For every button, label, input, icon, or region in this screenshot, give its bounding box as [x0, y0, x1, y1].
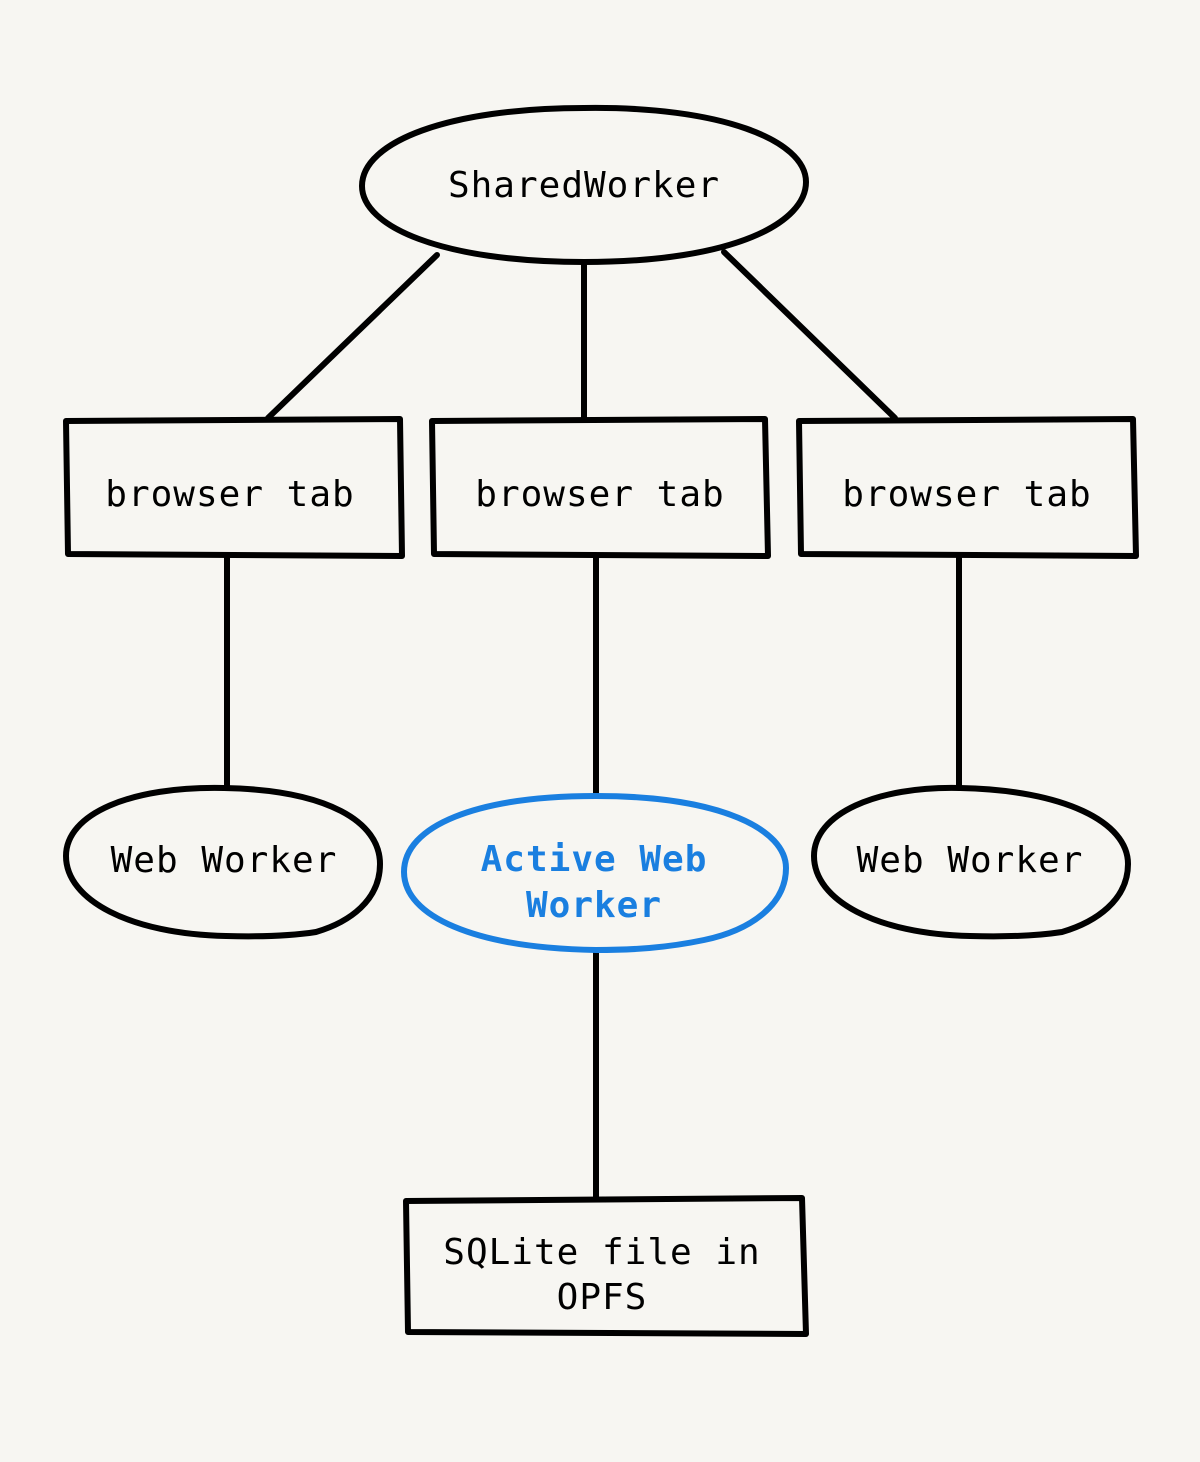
- node-tab-left: browser tab: [63, 416, 405, 559]
- node-worker-left: Web Worker: [63, 784, 383, 940]
- sqlite-box: [403, 1195, 809, 1337]
- worker-right-label: Web Worker: [857, 840, 1084, 881]
- tab-center-box: [429, 416, 771, 559]
- node-sharedworker: SharedWorker: [359, 104, 809, 265]
- worker-left-ellipse: [63, 784, 383, 940]
- edges: [224, 249, 962, 1201]
- tab-right-box: [796, 416, 1139, 559]
- sqlite-label-line1: SQLite file in: [443, 1232, 760, 1273]
- worker-left-label: Web Worker: [111, 840, 338, 881]
- sharedworker-ellipse: [359, 104, 809, 265]
- tab-left-label: browser tab: [105, 474, 354, 515]
- active-worker-label-line2: Worker: [526, 885, 662, 926]
- sqlite-label-line2: OPFS: [557, 1277, 648, 1318]
- sharedworker-label: SharedWorker: [448, 165, 720, 206]
- node-worker-active: Active Web Worker: [401, 793, 789, 953]
- node-tab-right: browser tab: [796, 416, 1139, 559]
- tab-left-box: [63, 416, 405, 559]
- tab-right-label: browser tab: [842, 474, 1091, 515]
- edge-sharedworker-to-tab-right: [721, 249, 898, 421]
- active-worker-label-line1: Active Web: [481, 839, 708, 880]
- edge-sharedworker-to-tab-left: [265, 252, 440, 421]
- active-worker-ellipse: [401, 793, 789, 953]
- worker-right-ellipse: [811, 784, 1131, 940]
- node-sqlite: SQLite file in OPFS: [403, 1195, 809, 1337]
- node-worker-right: Web Worker: [811, 784, 1131, 940]
- tab-center-label: browser tab: [475, 474, 724, 515]
- node-tab-center: browser tab: [429, 416, 771, 559]
